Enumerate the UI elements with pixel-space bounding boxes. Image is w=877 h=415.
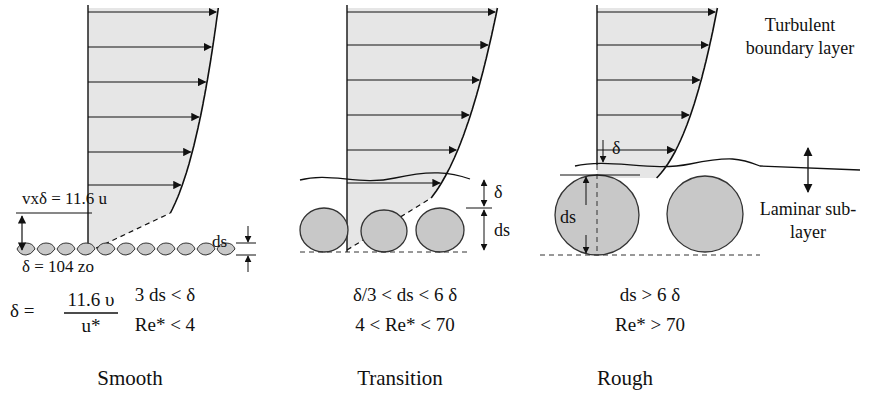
velocity-arrow [88,184,181,185]
criterion-text: δ/3 < ds < 6 δ [353,284,457,306]
regime-name: Rough [597,366,653,390]
rough-grains [555,175,743,255]
velocity-arrow [88,11,216,12]
sand-grain [77,243,95,255]
velocity-arrow [88,46,211,47]
thickness-label: δ = 104 zo [22,257,94,277]
velocity-arrow [88,151,191,152]
region-label: Turbulent boundary layer [738,14,862,59]
sublayer-edge [575,159,860,170]
velocity-arrow [347,79,479,80]
profile-axis [596,5,597,165]
sand-grain [97,243,115,255]
velocity-arrow [597,44,708,45]
axis-dashed [597,165,598,255]
velocity-arrow [347,149,456,150]
velocity-arrow [88,81,206,82]
profile-axis [346,5,347,252]
velocity-arrow [597,149,674,150]
velocity-curve [170,8,218,213]
criterion-text: ds > 6 δ [620,284,680,306]
sublayer-edge [300,173,470,181]
region-arrow [807,148,808,192]
sand-grain [17,243,35,255]
profile-shade [88,8,218,252]
velocity-arrow [597,79,700,80]
dimension-arrow [603,140,604,162]
dimension-arrow [586,235,587,253]
velocity-label: vxδ = 11.6 u [22,189,107,209]
sand-grain [117,243,135,255]
velocity-arrow [88,116,199,117]
velocity-arrow [347,11,495,12]
velocity-arrow [347,182,440,183]
criterion-text: 3 ds < δ [135,284,195,306]
dimension-arrow [21,216,22,250]
reynolds-criterion: 4 < Re* < 70 [355,314,455,336]
velocity-arrow [597,11,715,12]
velocity-curve [431,8,497,198]
profile-shade [347,8,497,250]
dimension-line [236,255,256,256]
reynolds-criterion: Re* > 70 [615,314,685,336]
dimension-line [16,212,92,213]
sand-grain [57,243,75,255]
formula-text: δ = [10,300,34,322]
dimension-line [560,175,640,176]
thickness-label: δ [612,138,620,159]
dimension-arrow [484,180,485,206]
velocity-curve [657,8,718,178]
region-label: Laminar sub-layer [746,198,870,243]
dimension-line [236,243,256,244]
reynolds-criterion: Re* < 4 [135,314,195,336]
sand-grain [137,243,155,255]
base-line [300,252,470,253]
dimension-arrow [248,226,249,242]
grain-size-label: ds [560,207,576,228]
transition-grains [300,208,464,252]
velocity-arrow [597,114,689,115]
dimension-line [466,208,492,209]
thickness-label: δ [494,182,502,203]
fraction-bar [64,312,118,313]
grain-size-label: ds [212,232,227,252]
dimension-arrow [484,210,485,250]
dimension-arrow [586,177,587,205]
regime-name: Smooth [97,366,162,390]
profile-axis [87,5,88,255]
sand-grain [177,243,195,255]
velocity-arrow [347,114,469,115]
dimension-arrow [248,256,249,272]
grain-size-label: ds [494,220,510,241]
sand-grain [37,243,55,255]
base-line [540,255,760,256]
regime-name: Transition [357,366,443,390]
profile-shade [597,8,717,178]
smooth-grains [17,243,235,255]
velocity-profiles [88,5,717,255]
formula-text: u* [82,315,101,337]
sand-grain [157,243,175,255]
formula-text: 11.6 υ [68,289,115,311]
velocity-arrow [347,44,488,45]
